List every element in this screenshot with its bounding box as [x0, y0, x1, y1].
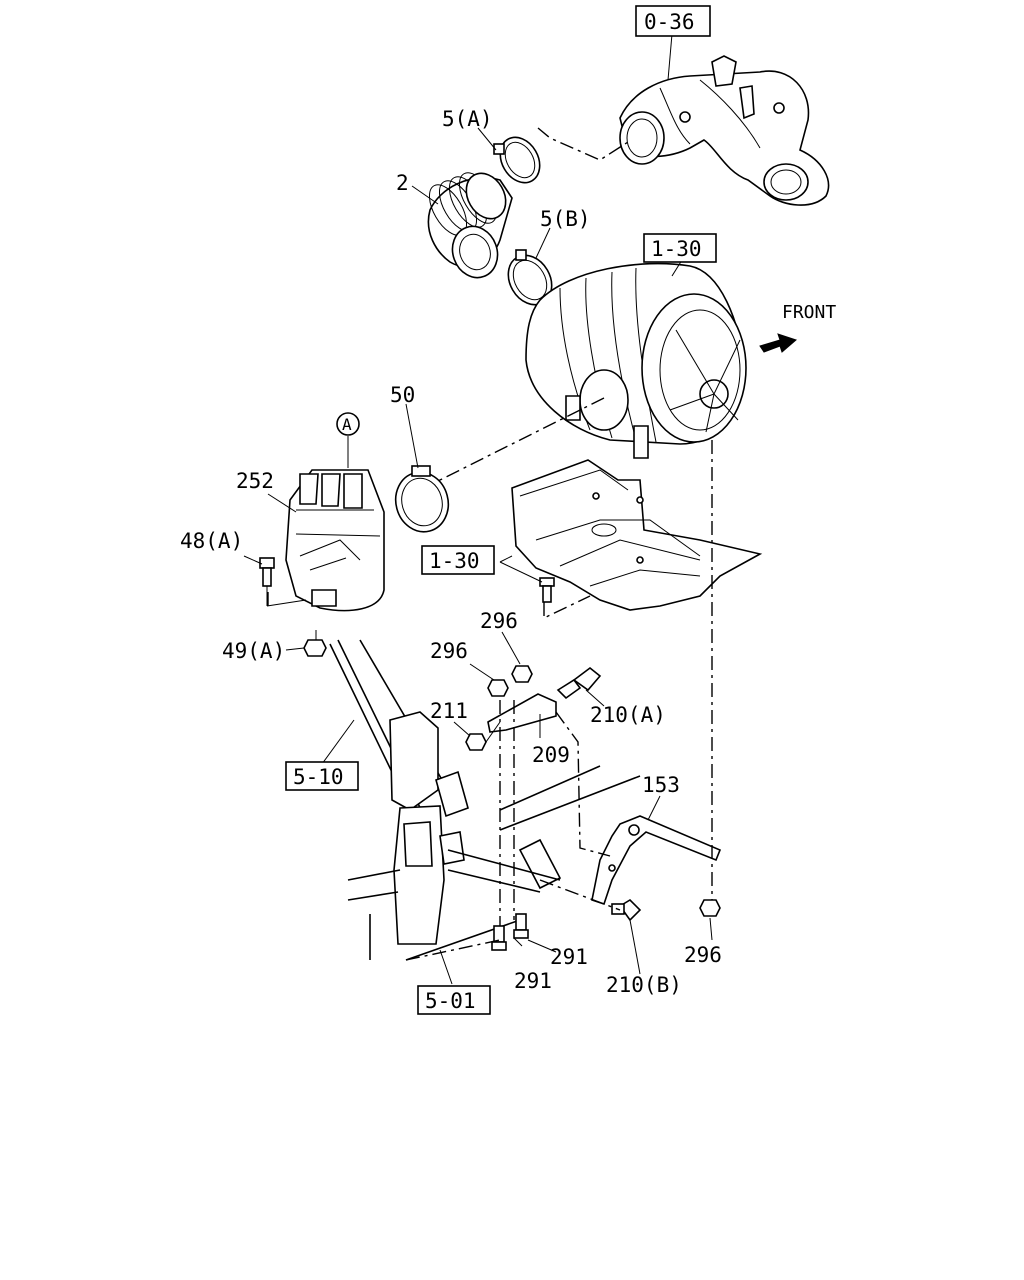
bolt-291-left: [491, 925, 507, 951]
nut-296-bottom: [699, 899, 721, 917]
label-296-bottom: 296: [684, 943, 722, 967]
ref-box-1-30-top: [643, 233, 717, 263]
air-cleaner: [525, 262, 747, 459]
label-ref-5-10: 5-10: [293, 765, 344, 789]
label-5a: 5(A): [442, 107, 493, 131]
label-ref-0-36: 0-36: [644, 10, 695, 34]
air-cleaner-bracket: [511, 459, 763, 611]
clamp-50: [394, 465, 450, 533]
label-ref-1-30-top: 1-30: [651, 237, 702, 261]
label-ref-5-01: 5-01: [425, 989, 476, 1013]
air-hose: [427, 172, 513, 279]
label-291-left: 291: [514, 969, 552, 993]
label-5b: 5(B): [540, 207, 591, 231]
stay-209: [485, 693, 557, 743]
label-50: 50: [390, 383, 415, 407]
nut-296-left: [487, 679, 509, 697]
label-circle-a: A: [342, 415, 352, 434]
bolt-210b: [611, 898, 642, 922]
intake-pipe: [619, 55, 830, 206]
ref-box-1-30-mid: [421, 545, 495, 575]
label-153: 153: [642, 773, 680, 797]
label-296-left: 296: [430, 639, 468, 663]
label-2: 2: [396, 171, 409, 195]
nut-211: [465, 733, 487, 751]
label-ref-1-30-mid: 1-30: [429, 549, 480, 573]
label-210a: 210(A): [590, 703, 666, 727]
label-front: FRONT: [782, 302, 836, 323]
bracket-153: [591, 815, 722, 906]
leader-lines: [243, 33, 713, 985]
resonator: [285, 469, 385, 612]
bolt-210a: [556, 666, 602, 700]
label-252: 252: [236, 469, 274, 493]
phantom-lines: [267, 127, 713, 961]
bracket-bolt: [539, 577, 555, 603]
ref-box-0-36: [635, 5, 711, 37]
chassis-frame: [329, 639, 641, 961]
label-209: 209: [532, 743, 570, 767]
ref-box-5-10: [285, 761, 359, 791]
nut-296-right: [511, 665, 533, 683]
callout-circle-a: [336, 412, 360, 436]
label-291-right: 291: [550, 945, 588, 969]
ref-box-5-01: [417, 985, 491, 1015]
nut-49a: [303, 630, 327, 657]
label-49a: 49(A): [222, 639, 285, 663]
label-48a: 48(A): [180, 529, 243, 553]
label-210b: 210(B): [606, 973, 682, 997]
label-296-top: 296: [480, 609, 518, 633]
front-arrow-icon: [759, 333, 797, 353]
bolt-291-right: [513, 913, 529, 939]
clamp-5a: [493, 136, 541, 184]
label-211: 211: [430, 699, 468, 723]
